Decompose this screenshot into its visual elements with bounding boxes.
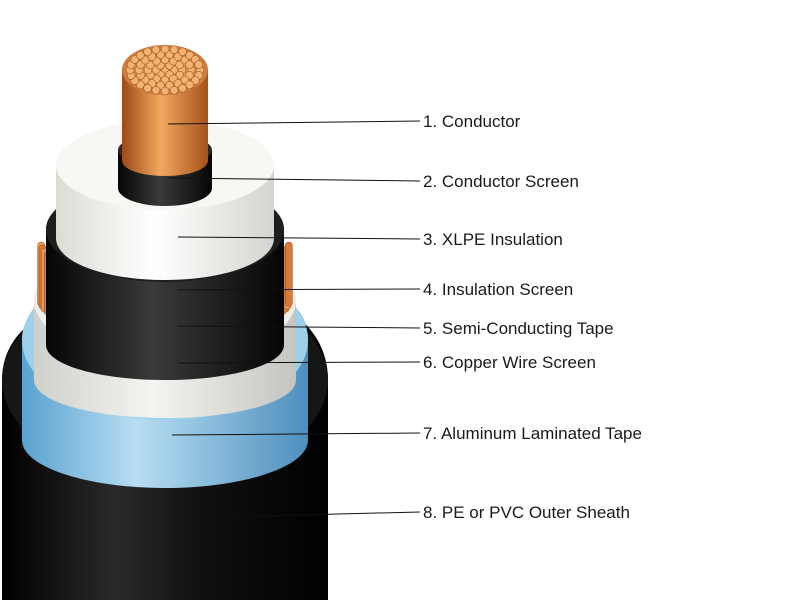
conductor-strand — [175, 60, 184, 70]
conductor-strand — [185, 60, 194, 69]
conductor-strand — [178, 83, 187, 93]
conductor-strand — [143, 47, 152, 57]
conductor-strand — [169, 45, 179, 55]
label-semi-conducting-tape: 5. Semi-Conducting Tape — [423, 319, 614, 338]
conductor-strand — [175, 70, 184, 80]
label-aluminum-laminated-tape: 7. Aluminum Laminated Tape — [423, 424, 642, 443]
label-pe-pvc-outer-sheath: 8. PE or PVC Outer Sheath — [423, 503, 630, 522]
label-conductor-screen: 2. Conductor Screen — [423, 172, 579, 191]
conductor-strand — [146, 60, 155, 70]
leader-line-3 — [177, 236, 421, 240]
conductor-strand — [185, 80, 194, 90]
conductor-strand — [178, 47, 187, 57]
callouts: 1. Conductor 2. Conductor Screen 3. XLPE… — [167, 112, 642, 522]
conductor — [122, 44, 208, 176]
conductor-strand — [143, 83, 152, 93]
conductor-strand — [136, 50, 145, 60]
conductor-strand — [194, 60, 204, 69]
label-insulation-screen: 4. Insulation Screen — [423, 280, 573, 299]
leader-line-8 — [175, 511, 421, 519]
leader-line-4 — [177, 288, 421, 291]
leader-line-2 — [167, 177, 421, 182]
label-xlpe-insulation: 3. XLPE Insulation — [423, 230, 563, 249]
leader-line-1 — [167, 120, 421, 125]
conductor-strands — [125, 44, 205, 96]
conductor-strand — [169, 86, 179, 95]
leader-line-5 — [177, 325, 421, 329]
conductor-strand — [160, 44, 170, 54]
leader-line-7 — [171, 432, 421, 436]
conductor-strand — [151, 86, 161, 95]
conductor-strand — [160, 86, 170, 96]
leader-line-6 — [177, 361, 421, 364]
label-copper-wire-screen: 6. Copper Wire Screen — [423, 353, 596, 372]
copper-wire — [285, 241, 293, 307]
label-conductor: 1. Conductor — [423, 112, 521, 131]
conductor-strand — [151, 45, 161, 55]
